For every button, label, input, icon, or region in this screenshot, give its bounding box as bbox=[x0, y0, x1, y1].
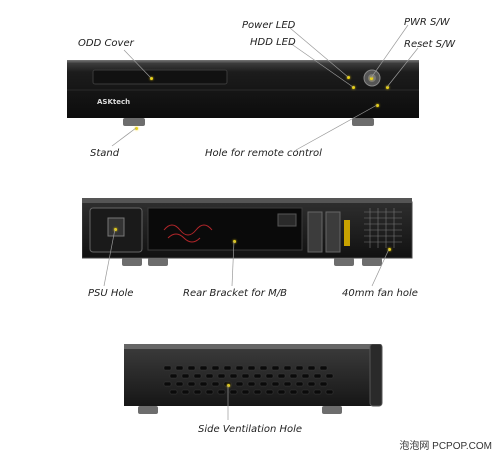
label-hole-remote: Hole for remote control bbox=[205, 148, 322, 159]
label-reset-sw: Reset S/W bbox=[404, 39, 456, 50]
brand-logo: ASKtech bbox=[97, 98, 131, 106]
label-odd-cover: ODD Cover bbox=[78, 38, 134, 49]
watermark: 泡泡网 PCPOP.COM bbox=[399, 441, 492, 452]
label-pwr-sw: PWR S/W bbox=[404, 17, 450, 28]
side-view-chassis bbox=[124, 343, 386, 416]
label-psu-hole: PSU Hole bbox=[88, 288, 134, 299]
reset-sw-marker bbox=[386, 86, 389, 89]
label-stand: Stand bbox=[90, 148, 120, 159]
psu-hole-marker bbox=[114, 228, 117, 231]
label-hdd-led: HDD LED bbox=[250, 37, 296, 48]
label-side-vent: Side Ventilation Hole bbox=[198, 424, 303, 435]
side-vent-marker bbox=[227, 384, 230, 387]
label-power-led: Power LED bbox=[242, 20, 296, 31]
remote-hole-marker bbox=[376, 104, 379, 107]
rear-bracket-marker bbox=[233, 240, 236, 243]
stand-marker bbox=[135, 127, 138, 130]
odd-cover-marker bbox=[150, 77, 153, 80]
pwr-sw-marker bbox=[370, 77, 373, 80]
label-rear-bracket: Rear Bracket for M/B bbox=[183, 288, 287, 299]
hdd-led-marker bbox=[352, 86, 355, 89]
power-led-marker bbox=[347, 76, 350, 79]
front-view-chassis bbox=[67, 60, 419, 128]
rear-view-chassis bbox=[81, 198, 422, 268]
fan-hole-marker bbox=[388, 248, 391, 251]
label-fan-hole: 40mm fan hole bbox=[342, 288, 418, 299]
